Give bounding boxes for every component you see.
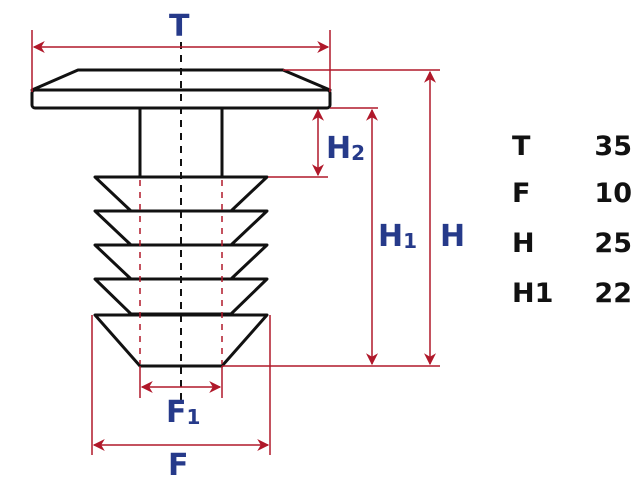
spec-name: H1 <box>512 278 554 309</box>
spec-row-T: T 35 <box>512 131 632 162</box>
spec-row-H1: H1 22 <box>512 278 632 309</box>
label-F1-sub: 1 <box>186 405 201 429</box>
label-H2-main: H <box>326 131 352 166</box>
spec-value: 22 <box>594 278 632 309</box>
label-H1: H1 <box>378 222 417 252</box>
label-H2-sub: 2 <box>351 141 366 165</box>
label-F1-main: F <box>166 395 187 430</box>
spec-row-H: H 25 <box>512 228 632 259</box>
dimension-lines <box>31 30 440 455</box>
label-T: T <box>169 9 190 44</box>
spec-value: 10 <box>594 178 632 209</box>
label-F1: F1 <box>166 398 200 428</box>
spec-value: 35 <box>594 131 632 162</box>
label-F: F <box>168 448 189 483</box>
spec-row-F: F 10 <box>512 178 632 209</box>
label-H1-main: H <box>378 219 404 254</box>
spec-name: F <box>512 178 531 209</box>
label-H1-sub: 1 <box>403 229 418 253</box>
label-H: H <box>440 219 466 254</box>
label-H2: H2 <box>326 134 365 164</box>
spec-name: T <box>512 131 531 162</box>
spec-value: 25 <box>594 228 632 259</box>
spec-name: H <box>512 228 535 259</box>
